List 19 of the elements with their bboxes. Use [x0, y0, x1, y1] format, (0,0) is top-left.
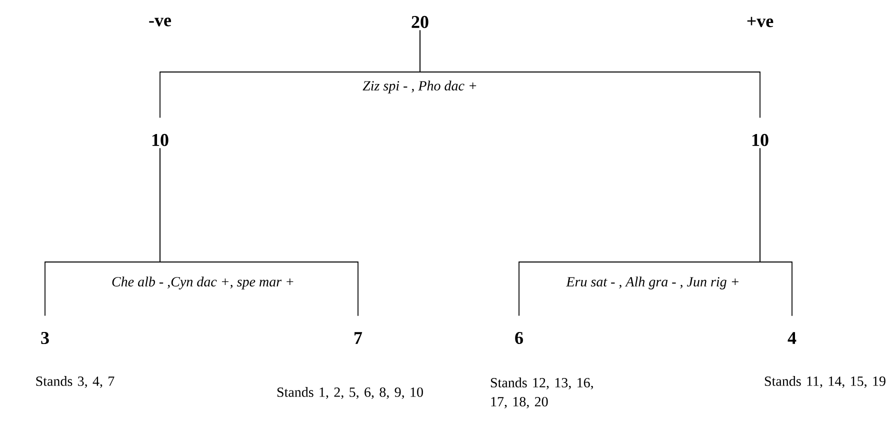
group-count: 3 [41, 332, 49, 344]
group-count: 10 [752, 134, 768, 146]
species-label: Che alb - ,Cyn dac +, spe mar + [110, 276, 296, 290]
species-label: Ziz spi - , Pho dac + [362, 80, 478, 94]
branch-line [420, 30, 760, 118]
group-count: 4 [788, 332, 796, 344]
group-count: 7 [354, 332, 362, 344]
stand-list: Stands 3, 4, 7 [36, 376, 114, 388]
stand-list: Stands 12, 13, 16, 17, 18, 20 [490, 378, 593, 408]
sign-label: +ve [745, 16, 775, 28]
group-count: 10 [152, 134, 168, 146]
group-count: 6 [515, 332, 523, 344]
branch-line [160, 148, 358, 316]
group-count: 20 [412, 16, 428, 28]
branch-line [760, 148, 792, 316]
stand-list: Stands 11, 14, 15, 19 [764, 376, 886, 388]
species-label: Eru sat - , Alh gra - , Jun rig + [565, 276, 741, 290]
sign-label: -ve [148, 16, 172, 28]
stand-list: Stands 1, 2, 5, 6, 8, 9, 10 [277, 387, 423, 399]
